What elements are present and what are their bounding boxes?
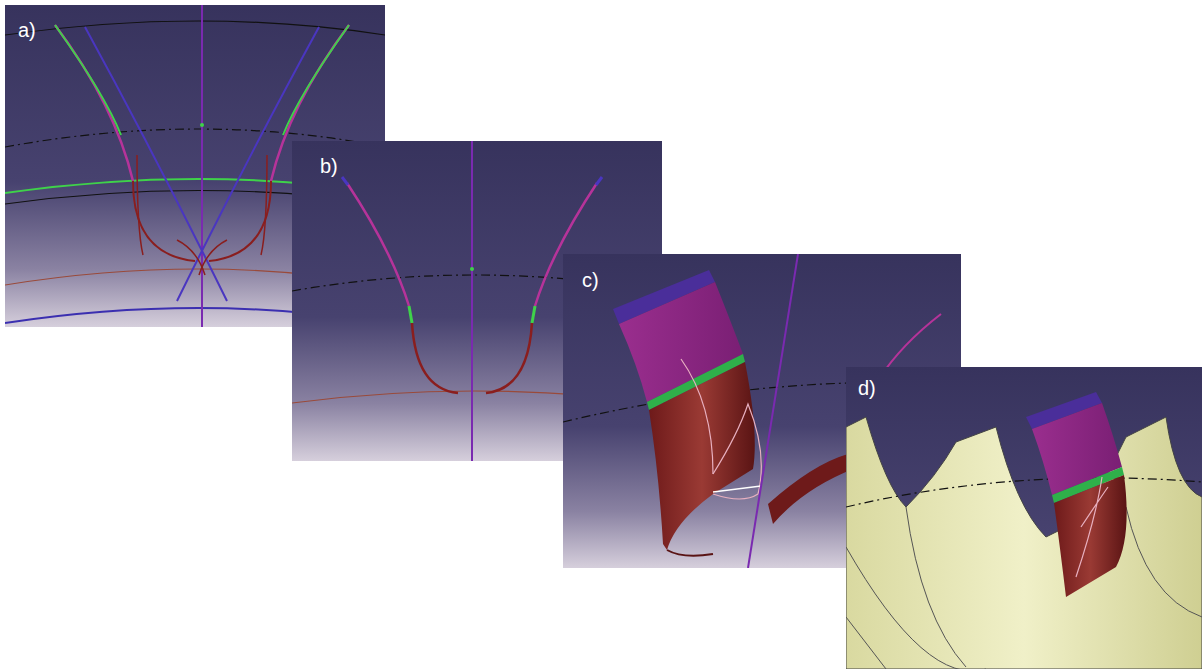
panel-label: d) [858,378,876,398]
panel-label: b) [320,156,338,176]
panel-label: c) [582,270,599,290]
panel-label: a) [18,20,36,40]
panel-d [846,367,1202,669]
